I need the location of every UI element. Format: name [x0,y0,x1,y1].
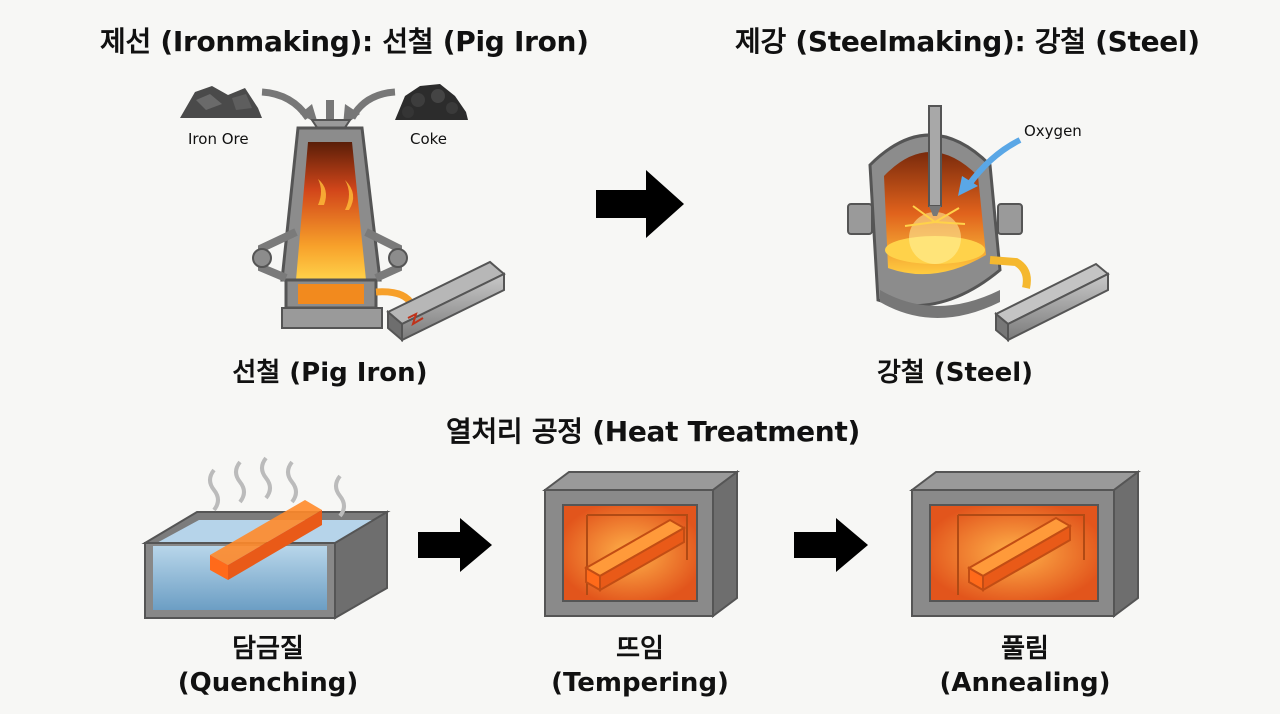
step-quenching-label: 담금질 (Quenching) [168,632,368,700]
annealing-furnace-illustration [909,470,1141,618]
step-korean: 담금질 [232,634,304,664]
quench-to-temper-arrow [418,518,492,572]
ironmaking-title: 제선 (Ironmaking): 선철 (Pig Iron) [100,25,589,58]
oxygen-label: Oxygen [1024,122,1082,140]
step-korean: 풀림 [1001,634,1049,664]
steelmaking-title: 제강 (Steelmaking): 강철 (Steel) [735,25,1200,58]
tempering-furnace-illustration [542,470,740,618]
step-annealing-label: 풀림 (Annealing) [925,632,1125,700]
step-korean: 뜨임 [616,634,664,664]
step-english: (Tempering) [551,668,729,698]
heat-treatment-title: 열처리 공정 (Heat Treatment) [446,415,861,448]
process-flow-arrow [596,170,684,238]
steel-label: 강철 (Steel) [877,358,1033,388]
pig-iron-ingot [386,260,506,343]
oxygen-arrow [965,137,1022,188]
coke-label: Coke [410,130,448,148]
quenching-tank-illustration [141,456,391,620]
coke-pile [395,84,468,120]
pig-iron-label: 선철 (Pig Iron) [232,358,428,388]
step-tempering-label: 뜨임 (Tempering) [540,632,740,700]
iron-ore-label: Iron Ore [188,130,249,148]
step-english: (Annealing) [939,668,1111,698]
step-english: (Quenching) [177,668,359,698]
steel-bar [994,262,1110,343]
iron-ore-pile [180,86,262,118]
temper-to-anneal-arrow [794,518,868,572]
converter-illustration [847,105,1031,318]
